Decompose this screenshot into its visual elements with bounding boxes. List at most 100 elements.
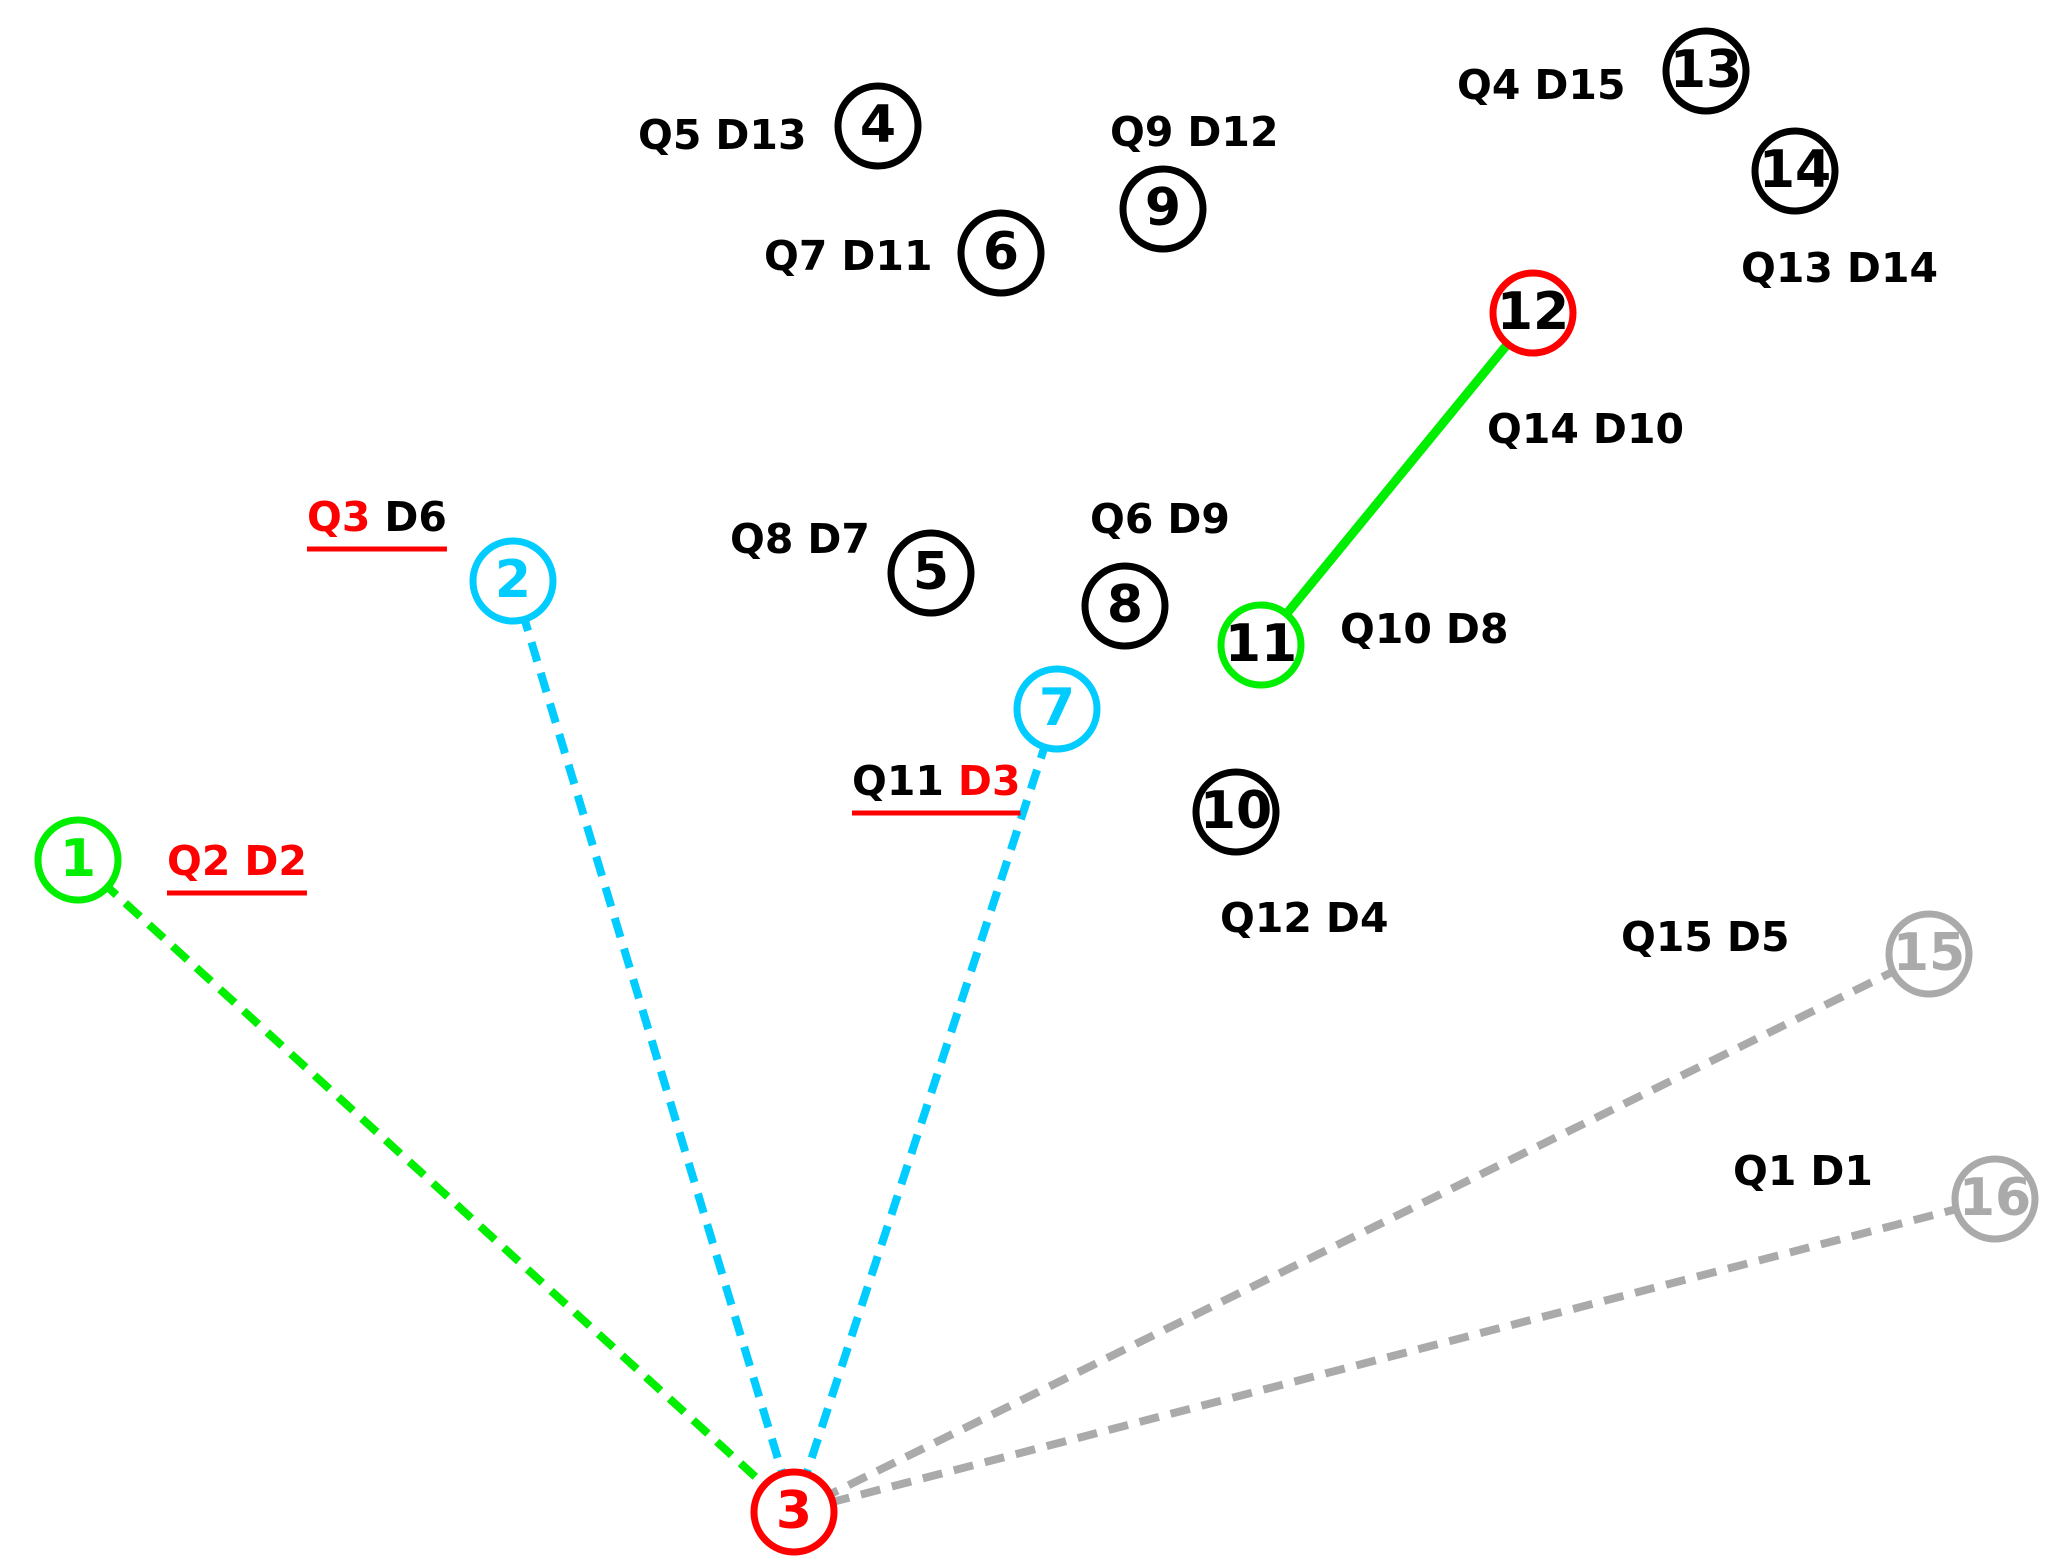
node-7: 7 (1013, 665, 1101, 753)
label-q-6: Q7 (764, 232, 827, 280)
label-d-7: D3 (958, 757, 1021, 805)
label-d-4: D13 (715, 111, 806, 159)
label-d-9: D12 (1187, 108, 1278, 156)
node-11: 11 (1217, 601, 1305, 689)
node-8: 8 (1081, 562, 1169, 650)
node-number-16: 16 (1959, 1168, 2031, 1228)
node-15: 15 (1885, 910, 1973, 998)
label-q-15: Q15 (1621, 913, 1713, 961)
node-12: 12 (1489, 269, 1577, 357)
node-label-13: Q4 D15 (1457, 61, 1625, 109)
node-number-5: 5 (913, 542, 949, 602)
label-q-11: Q10 (1340, 605, 1432, 653)
node-label-14: Q13 D14 (1741, 244, 1938, 292)
node-10: 10 (1192, 768, 1280, 856)
edge-11-12 (1257, 310, 1537, 648)
label-d-5: D7 (807, 515, 870, 563)
node-label-7: Q11 D3 (852, 757, 1020, 805)
node-9: 9 (1119, 165, 1207, 253)
edge-15-3 (792, 950, 1931, 1516)
node-label-15: Q15 D5 (1621, 913, 1789, 961)
node-1: 1 (34, 816, 122, 904)
node-circle-5 (887, 529, 975, 617)
node-4: 4 (834, 82, 922, 170)
node-number-13: 13 (1670, 40, 1742, 100)
edge-1-3 (75, 857, 797, 1515)
node-number-1: 1 (60, 829, 96, 889)
label-q-12: Q14 (1487, 405, 1579, 453)
node-circle-10 (1192, 768, 1280, 856)
label-q-4: Q5 (638, 111, 701, 159)
node-circle-8 (1081, 562, 1169, 650)
node-label-9: Q9 D12 (1110, 108, 1278, 156)
node-6: 6 (957, 209, 1045, 297)
node-number-4: 4 (860, 95, 896, 155)
label-q-2: Q3 (307, 493, 370, 541)
node-label-11: Q10 D8 (1340, 605, 1508, 653)
node-2: 2 (469, 537, 557, 625)
label-q-13: Q4 (1457, 61, 1520, 109)
label-q-9: Q9 (1110, 108, 1173, 156)
label-d-16: D1 (1810, 1147, 1873, 1195)
node-label-16: Q1 D1 (1733, 1147, 1873, 1195)
node-circle-1 (34, 816, 122, 904)
node-label-6: Q7 D11 (764, 232, 932, 280)
node-number-8: 8 (1107, 575, 1143, 635)
node-circle-9 (1119, 165, 1207, 253)
node-circle-15 (1885, 910, 1973, 998)
label-q-14: Q13 (1741, 244, 1833, 292)
node-number-3: 3 (776, 1481, 812, 1541)
node-14: 14 (1751, 127, 1839, 215)
node-label-8: Q6 D9 (1090, 495, 1230, 543)
node-number-15: 15 (1893, 923, 1965, 983)
node-circle-14 (1751, 127, 1839, 215)
label-d-1: D2 (244, 837, 307, 885)
node-circle-4 (834, 82, 922, 170)
label-q-1: Q2 (167, 837, 230, 885)
node-number-9: 9 (1145, 178, 1181, 238)
label-q-7: Q11 (852, 757, 944, 805)
node-circle-12 (1489, 269, 1577, 357)
node-label-12: Q14 D10 (1487, 405, 1684, 453)
node-3: 3 (750, 1468, 838, 1556)
node-number-11: 11 (1225, 614, 1297, 674)
label-d-11: D8 (1446, 605, 1509, 653)
label-d-14: D14 (1847, 244, 1938, 292)
node-label-5: Q8 D7 (730, 515, 870, 563)
node-number-2: 2 (495, 550, 531, 610)
label-q-16: Q1 (1733, 1147, 1796, 1195)
node-13: 13 (1662, 27, 1750, 115)
edges-layer (75, 310, 1997, 1516)
edge-7-3 (790, 707, 1061, 1514)
label-d-8: D9 (1167, 495, 1230, 543)
node-circle-3 (750, 1468, 838, 1556)
label-d-15: D5 (1727, 913, 1790, 961)
node-circle-7 (1013, 665, 1101, 753)
node-label-4: Q5 D13 (638, 111, 806, 159)
node-5: 5 (887, 529, 975, 617)
node-number-10: 10 (1200, 781, 1272, 841)
node-circle-2 (469, 537, 557, 625)
node-circle-13 (1662, 27, 1750, 115)
node-number-14: 14 (1759, 140, 1831, 200)
edge-2-3 (509, 579, 798, 1514)
node-number-12: 12 (1497, 282, 1569, 342)
node-circle-11 (1217, 601, 1305, 689)
label-d-10: D4 (1326, 894, 1389, 942)
label-q-8: Q6 (1090, 495, 1153, 543)
node-circle-16 (1951, 1155, 2039, 1243)
node-circle-6 (957, 209, 1045, 297)
node-label-1: Q2 D2 (167, 837, 307, 885)
edge-16-3 (792, 1195, 1997, 1516)
label-q-5: Q8 (730, 515, 793, 563)
label-q-10: Q12 (1220, 894, 1312, 942)
label-d-12: D10 (1593, 405, 1684, 453)
node-label-10: Q12 D4 (1220, 894, 1388, 942)
label-d-13: D15 (1534, 61, 1625, 109)
node-number-7: 7 (1039, 678, 1075, 738)
label-d-6: D11 (841, 232, 932, 280)
